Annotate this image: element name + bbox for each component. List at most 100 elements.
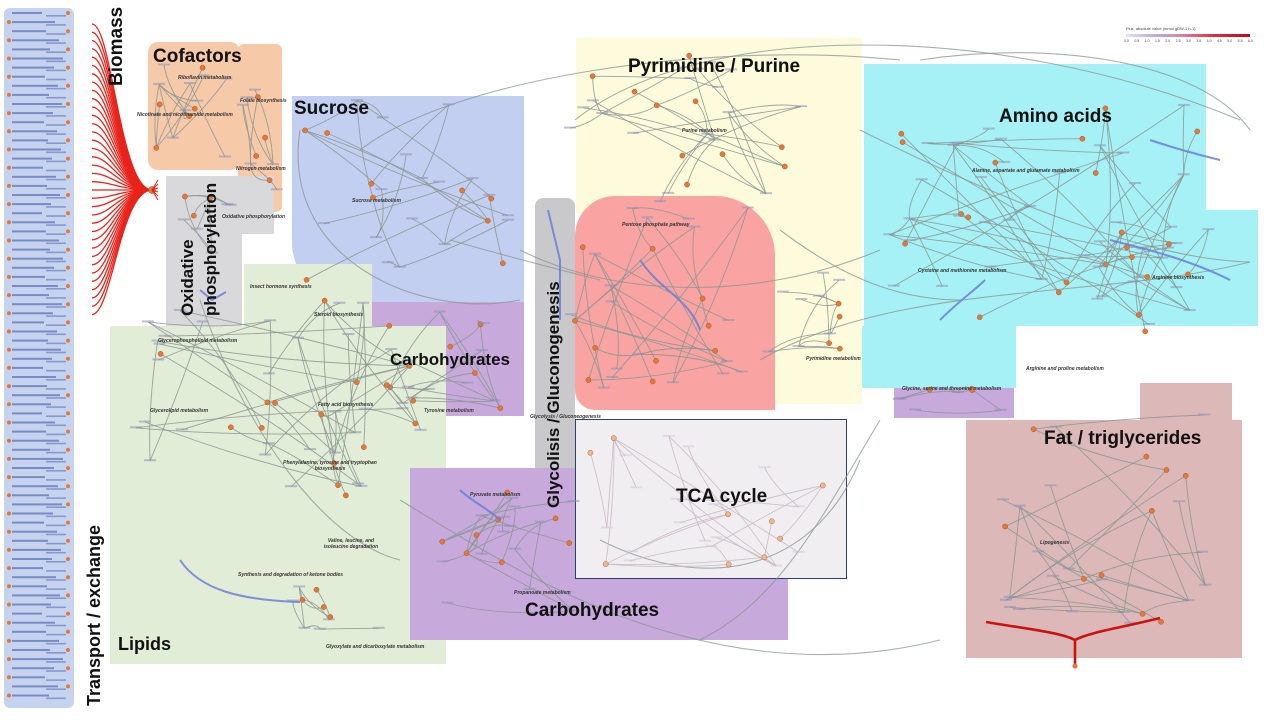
transport-metabolite-node: [7, 56, 11, 61]
cofactors-region: [148, 42, 240, 170]
transport-metabolite-node: [66, 538, 70, 543]
label-phenylalanine: Phenylalanine, tyrosine and tryptophan b…: [283, 460, 377, 472]
reaction-label: [712, 85, 724, 88]
reaction-edge: [155, 75, 205, 149]
reaction-label: [701, 132, 714, 135]
metabolite-node: [186, 113, 192, 119]
transport-metabolite-node: [7, 92, 11, 97]
reaction-label: [833, 278, 846, 281]
label-valine: Valine, leucine, and isoleucine degradat…: [323, 538, 379, 550]
reaction-edge: [1123, 510, 1153, 613]
reaction-label: [688, 225, 701, 228]
legend-tick: 3.5: [1196, 39, 1202, 43]
transport-flux-value: [46, 588, 66, 590]
reaction-edge: [763, 521, 773, 558]
transport-flux-value: [46, 579, 66, 581]
reaction-label: [721, 360, 733, 362]
reaction-label: [951, 141, 964, 144]
reaction-label: [1198, 413, 1211, 416]
transport-flux-value: [46, 187, 66, 190]
cofactors-title: Cofactors: [153, 46, 242, 67]
reaction-label: [1093, 144, 1106, 147]
reaction-edge: [574, 253, 596, 321]
transport-reaction-label: [12, 266, 54, 269]
transport-reaction-label: [12, 121, 44, 124]
reaction-edge: [481, 519, 499, 555]
metabolite-node: [327, 614, 334, 620]
reaction-label: [722, 111, 735, 114]
transport-reaction-label: [12, 639, 59, 642]
metabolite-node: [969, 387, 975, 394]
transport-flux-value: [46, 451, 66, 454]
transport-reaction-label: [12, 257, 63, 260]
reaction-edge: [399, 219, 509, 268]
reaction-edge: [677, 498, 799, 508]
metabolite-node: [1081, 576, 1087, 582]
reaction-label: [678, 66, 691, 69]
transport-metabolite-node: [7, 693, 11, 698]
transport-flux-value: [46, 24, 66, 26]
reaction-edge: [481, 515, 570, 544]
reaction-edge: [298, 586, 331, 618]
transport-reaction-label: [12, 212, 42, 215]
metabolite-node: [1149, 507, 1155, 514]
transport-metabolite-node: [66, 247, 70, 252]
reaction-edge: [466, 521, 541, 554]
reaction-label: [1013, 504, 1026, 507]
tca-title: TCA cycle: [676, 486, 768, 507]
reaction-edge: [320, 414, 347, 496]
reaction-label: [497, 530, 510, 533]
reaction-edge: [1099, 145, 1191, 311]
transport-metabolite-node: [7, 74, 11, 79]
metabolite-node: [324, 130, 330, 136]
metabolite-node: [712, 347, 719, 354]
metabolite-node: [266, 177, 273, 183]
transport-reaction-label: [12, 30, 46, 33]
reaction-label: [673, 521, 686, 524]
fat-region-top: [1140, 383, 1232, 423]
transport-reaction-label: [12, 421, 55, 424]
transport-metabolite-node: [7, 566, 11, 571]
reaction-edge: [601, 67, 685, 114]
reaction-edge: [1009, 506, 1021, 598]
fat-title: Fat / triglycerides: [1044, 428, 1202, 449]
label-glycerolipid: Glycerolipid metabolism: [150, 408, 209, 414]
reaction-edge: [688, 55, 716, 141]
reaction-label: [995, 137, 1007, 140]
reaction-edge: [682, 106, 802, 156]
reaction-label: [504, 524, 517, 527]
reaction-label: [564, 313, 577, 316]
reaction-edge: [439, 311, 501, 409]
legend-tick: 1.5: [1155, 39, 1160, 43]
reaction-label: [1199, 583, 1212, 586]
label-purine: Purine metabolism: [682, 128, 727, 134]
reaction-edge: [588, 361, 728, 381]
reaction-label: [883, 233, 896, 236]
transport-reaction-label: [12, 366, 43, 369]
transport-reaction-label: [12, 694, 49, 697]
reaction-edge: [179, 310, 263, 429]
transport-flux-value: [46, 115, 66, 117]
reaction-label: [385, 348, 398, 350]
reaction-label: [221, 203, 234, 206]
reaction-edge: [672, 207, 749, 383]
metabolite-node: [976, 314, 983, 321]
reaction-edge: [613, 437, 637, 488]
metabolite-node: [1079, 135, 1086, 142]
reaction-label: [219, 155, 232, 158]
metabolite-node: [769, 518, 775, 525]
metabolite-node: [898, 130, 905, 137]
reaction-edge: [587, 217, 648, 381]
reaction-label: [1173, 500, 1185, 503]
transport-reaction-label: [12, 175, 56, 178]
reaction-edge: [290, 365, 410, 488]
transport-reaction-label: [12, 248, 50, 251]
connector-edge: [779, 229, 961, 301]
reaction-edge: [632, 208, 653, 250]
transport-flux-value: [46, 215, 66, 217]
reaction-edge: [323, 178, 473, 225]
reaction-label: [770, 564, 783, 567]
connector-edge: [399, 499, 941, 656]
reaction-label: [534, 520, 547, 523]
reaction-edge: [697, 68, 783, 148]
